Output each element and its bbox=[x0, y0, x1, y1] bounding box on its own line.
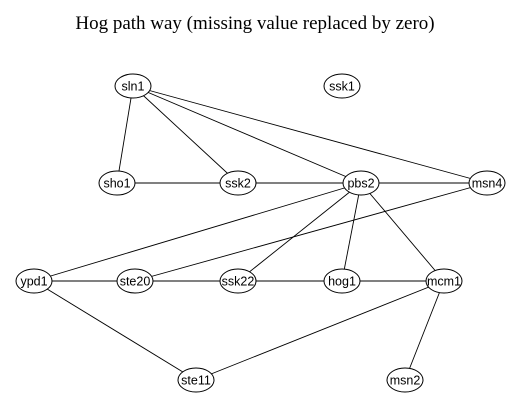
node-ssk1: ssk1 bbox=[323, 73, 361, 99]
edge-pbs2-hog1 bbox=[341, 182, 362, 282]
edge-sln1-sho1 bbox=[116, 85, 134, 184]
node-label-ssk22: ssk22 bbox=[222, 275, 255, 289]
edge-pbs2-mcm1 bbox=[360, 182, 445, 282]
node-label-hog1: hog1 bbox=[328, 275, 356, 289]
edges-layer bbox=[33, 85, 488, 381]
node-ellipse-msn4 bbox=[468, 170, 506, 196]
node-mcm1: mcm1 bbox=[425, 268, 463, 294]
node-hog1: hog1 bbox=[323, 268, 361, 294]
node-ellipse-msn2 bbox=[386, 367, 424, 393]
node-label-ssk1: ssk1 bbox=[329, 80, 355, 94]
edge-pbs2-ypd1 bbox=[33, 182, 362, 282]
edge-msn4-ste20 bbox=[134, 182, 488, 282]
node-label-ste11: ste11 bbox=[181, 374, 211, 388]
node-label-msn4: msn4 bbox=[472, 177, 503, 191]
edge-mcm1-ste11 bbox=[195, 280, 445, 381]
edge-mcm1-msn2 bbox=[404, 280, 445, 381]
node-label-mcm1: mcm1 bbox=[427, 275, 461, 289]
node-ssk22: ssk22 bbox=[219, 268, 257, 294]
diagram-title: Hog path way (missing value replaced by … bbox=[75, 13, 435, 34]
node-ellipse-ste11 bbox=[177, 367, 215, 393]
node-label-ssk2: ssk2 bbox=[225, 177, 251, 191]
node-label-ypd1: ypd1 bbox=[20, 275, 47, 289]
node-ellipse-sln1 bbox=[114, 73, 152, 99]
edge-sln1-ssk2 bbox=[132, 85, 239, 184]
edge-pbs2-ssk22 bbox=[237, 182, 362, 282]
node-ellipse-ste20 bbox=[116, 268, 154, 294]
node-sln1: sln1 bbox=[114, 73, 152, 99]
edge-sln1-msn4 bbox=[132, 85, 488, 184]
node-ypd1: ypd1 bbox=[15, 268, 53, 294]
node-ste11: ste11 bbox=[177, 367, 215, 393]
node-ssk2: ssk2 bbox=[219, 170, 257, 196]
node-ste20: ste20 bbox=[116, 268, 154, 294]
node-label-pbs2: pbs2 bbox=[347, 177, 374, 191]
node-ellipse-sho1 bbox=[98, 170, 136, 196]
node-ellipse-ssk1 bbox=[323, 73, 361, 99]
node-label-ste20: ste20 bbox=[120, 275, 151, 289]
node-label-msn2: msn2 bbox=[390, 374, 421, 388]
node-ellipse-pbs2 bbox=[342, 170, 380, 196]
node-ellipse-ypd1 bbox=[15, 268, 53, 294]
node-pbs2: pbs2 bbox=[342, 170, 380, 196]
node-ellipse-ssk22 bbox=[219, 268, 257, 294]
node-ellipse-mcm1 bbox=[425, 268, 463, 294]
node-sho1: sho1 bbox=[98, 170, 136, 196]
node-msn2: msn2 bbox=[386, 367, 424, 393]
node-msn4: msn4 bbox=[468, 170, 506, 196]
edge-ypd1-ste11 bbox=[33, 280, 197, 381]
node-ellipse-hog1 bbox=[323, 268, 361, 294]
node-ellipse-ssk2 bbox=[219, 170, 257, 196]
edge-sln1-pbs2 bbox=[132, 85, 362, 184]
node-label-sho1: sho1 bbox=[103, 177, 130, 191]
node-label-sln1: sln1 bbox=[122, 80, 145, 94]
nodes-layer: sln1 ssk1 sho1 ssk2 pbs2 msn4 ypd1 ste20 ssk22 ho… bbox=[15, 73, 506, 393]
